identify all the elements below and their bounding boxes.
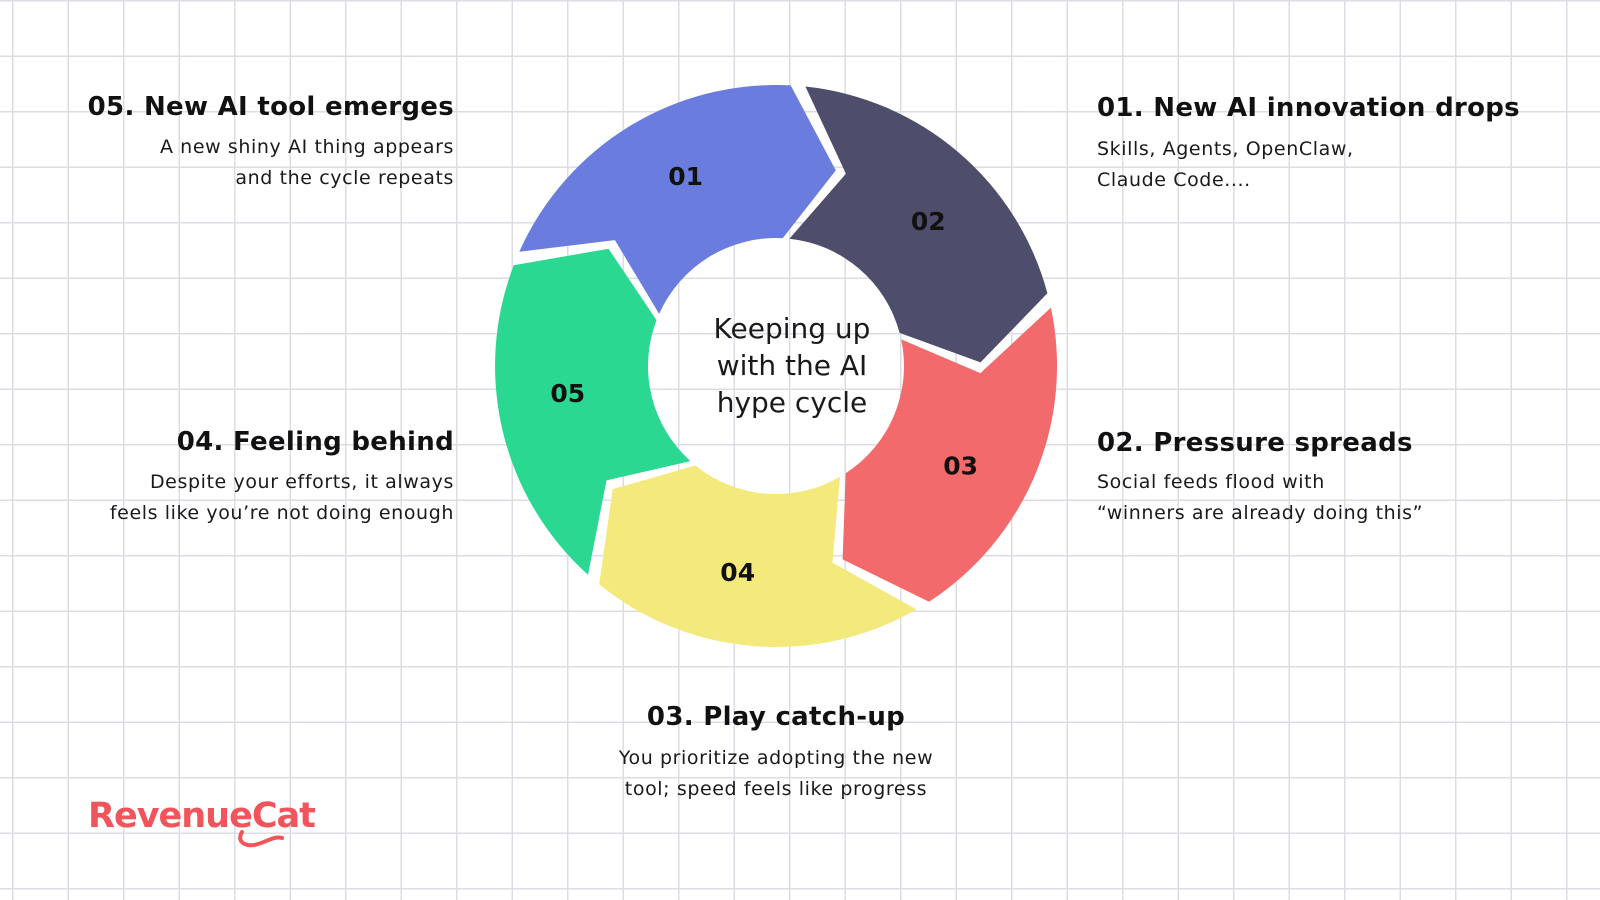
step-01-description-line-1: Skills, Agents, OpenClaw, — [1097, 138, 1354, 160]
cycle-segment-01-number: 01 — [668, 162, 703, 191]
cycle-segment-04 — [599, 465, 917, 648]
cycle-segment-01 — [519, 85, 836, 314]
step-05-description-line-2: and the cycle repeats — [235, 167, 454, 189]
step-02-description-line-1: Social feeds flood with — [1097, 471, 1325, 493]
cycle-segment-numbers: 01 02 03 04 05 — [550, 162, 978, 587]
step-04-description-line-1: Despite your efforts, it always — [149, 471, 454, 493]
step-03-description-line-2: tool; speed feels like progress — [624, 778, 928, 800]
revenuecat-logo: RevenueCat — [88, 796, 316, 836]
step-03-description-line-1: You prioritize adopting the new — [618, 747, 934, 769]
step-01-description-line-2: Claude Code.... — [1097, 169, 1251, 191]
step-01-title: 01. New AI innovation drops — [1097, 93, 1520, 123]
cycle-segment-05 — [495, 248, 691, 575]
step-02-description-line-2: “winners are already doing this” — [1097, 502, 1424, 524]
cycle-segment-02-number: 02 — [911, 207, 946, 236]
cycle-segment-04-number: 04 — [720, 558, 755, 587]
step-04-description-line-2: feels like you’re not doing enough — [109, 502, 454, 524]
step-03-title: 03. Play catch-up — [646, 702, 906, 732]
step-05-description-line-1: A new shiny AI thing appears — [159, 136, 454, 158]
cycle-segment-03 — [842, 307, 1058, 602]
step-04-title: 04. Feeling behind — [176, 427, 454, 457]
cycle-segment-05-number: 05 — [550, 379, 585, 408]
revenuecat-logo-tail-icon — [238, 830, 284, 848]
cycle-segments — [495, 85, 1058, 648]
cycle-center-label: Keeping up with the AI hype cycle — [713, 312, 871, 419]
cycle-segment-03-number: 03 — [943, 452, 978, 481]
step-02-title: 02. Pressure spreads — [1097, 428, 1413, 458]
cycle-segment-02 — [789, 86, 1048, 363]
step-05-title: 05. New AI tool emerges — [87, 92, 454, 122]
